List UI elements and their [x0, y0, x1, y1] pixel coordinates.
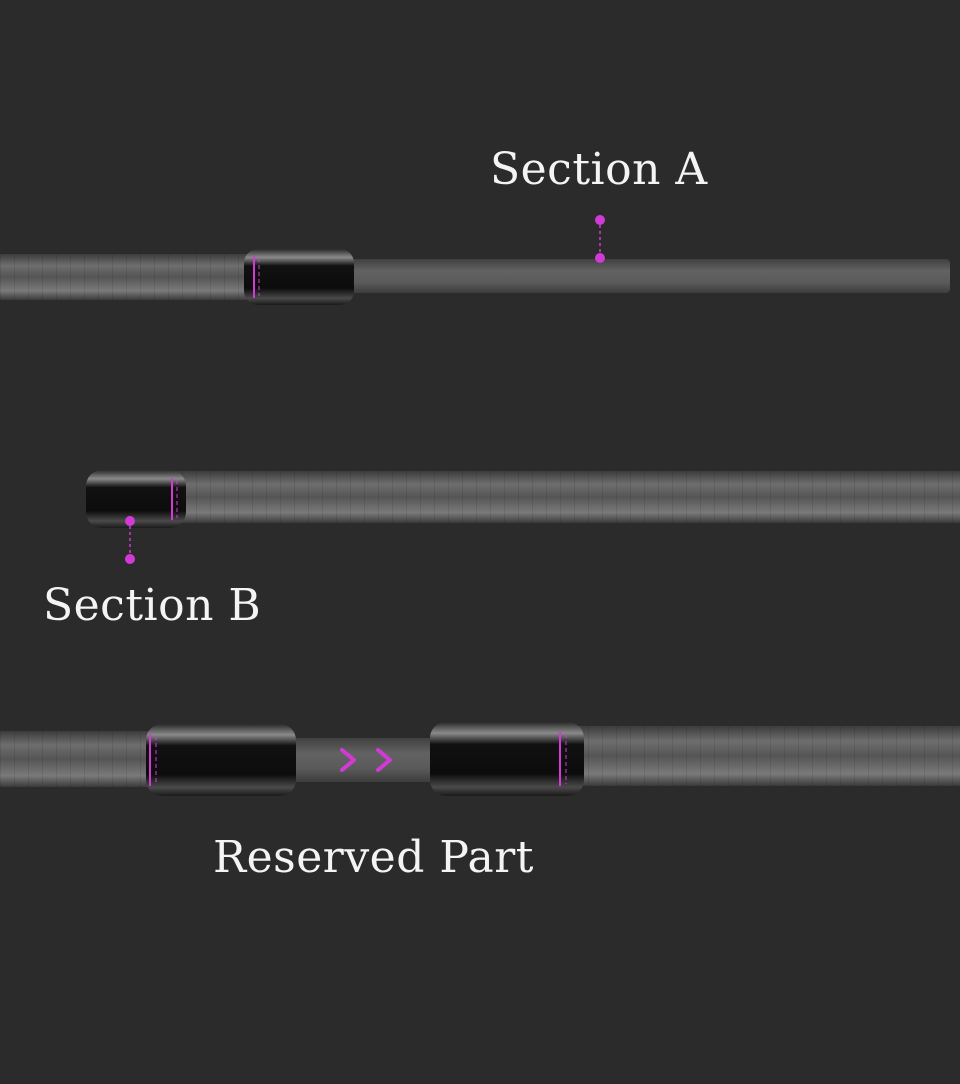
section-a-marker — [595, 215, 605, 263]
section-b-marker — [125, 516, 135, 564]
section-b-rod — [86, 470, 960, 528]
section-b-label: Section B — [43, 580, 262, 631]
reserved-part-rod — [0, 722, 960, 796]
section-a-rod — [0, 249, 950, 305]
reserved-part-label: Reserved Part — [213, 832, 534, 883]
double-chevron-right-icon — [340, 748, 392, 772]
section-a-label: Section A — [490, 144, 708, 195]
